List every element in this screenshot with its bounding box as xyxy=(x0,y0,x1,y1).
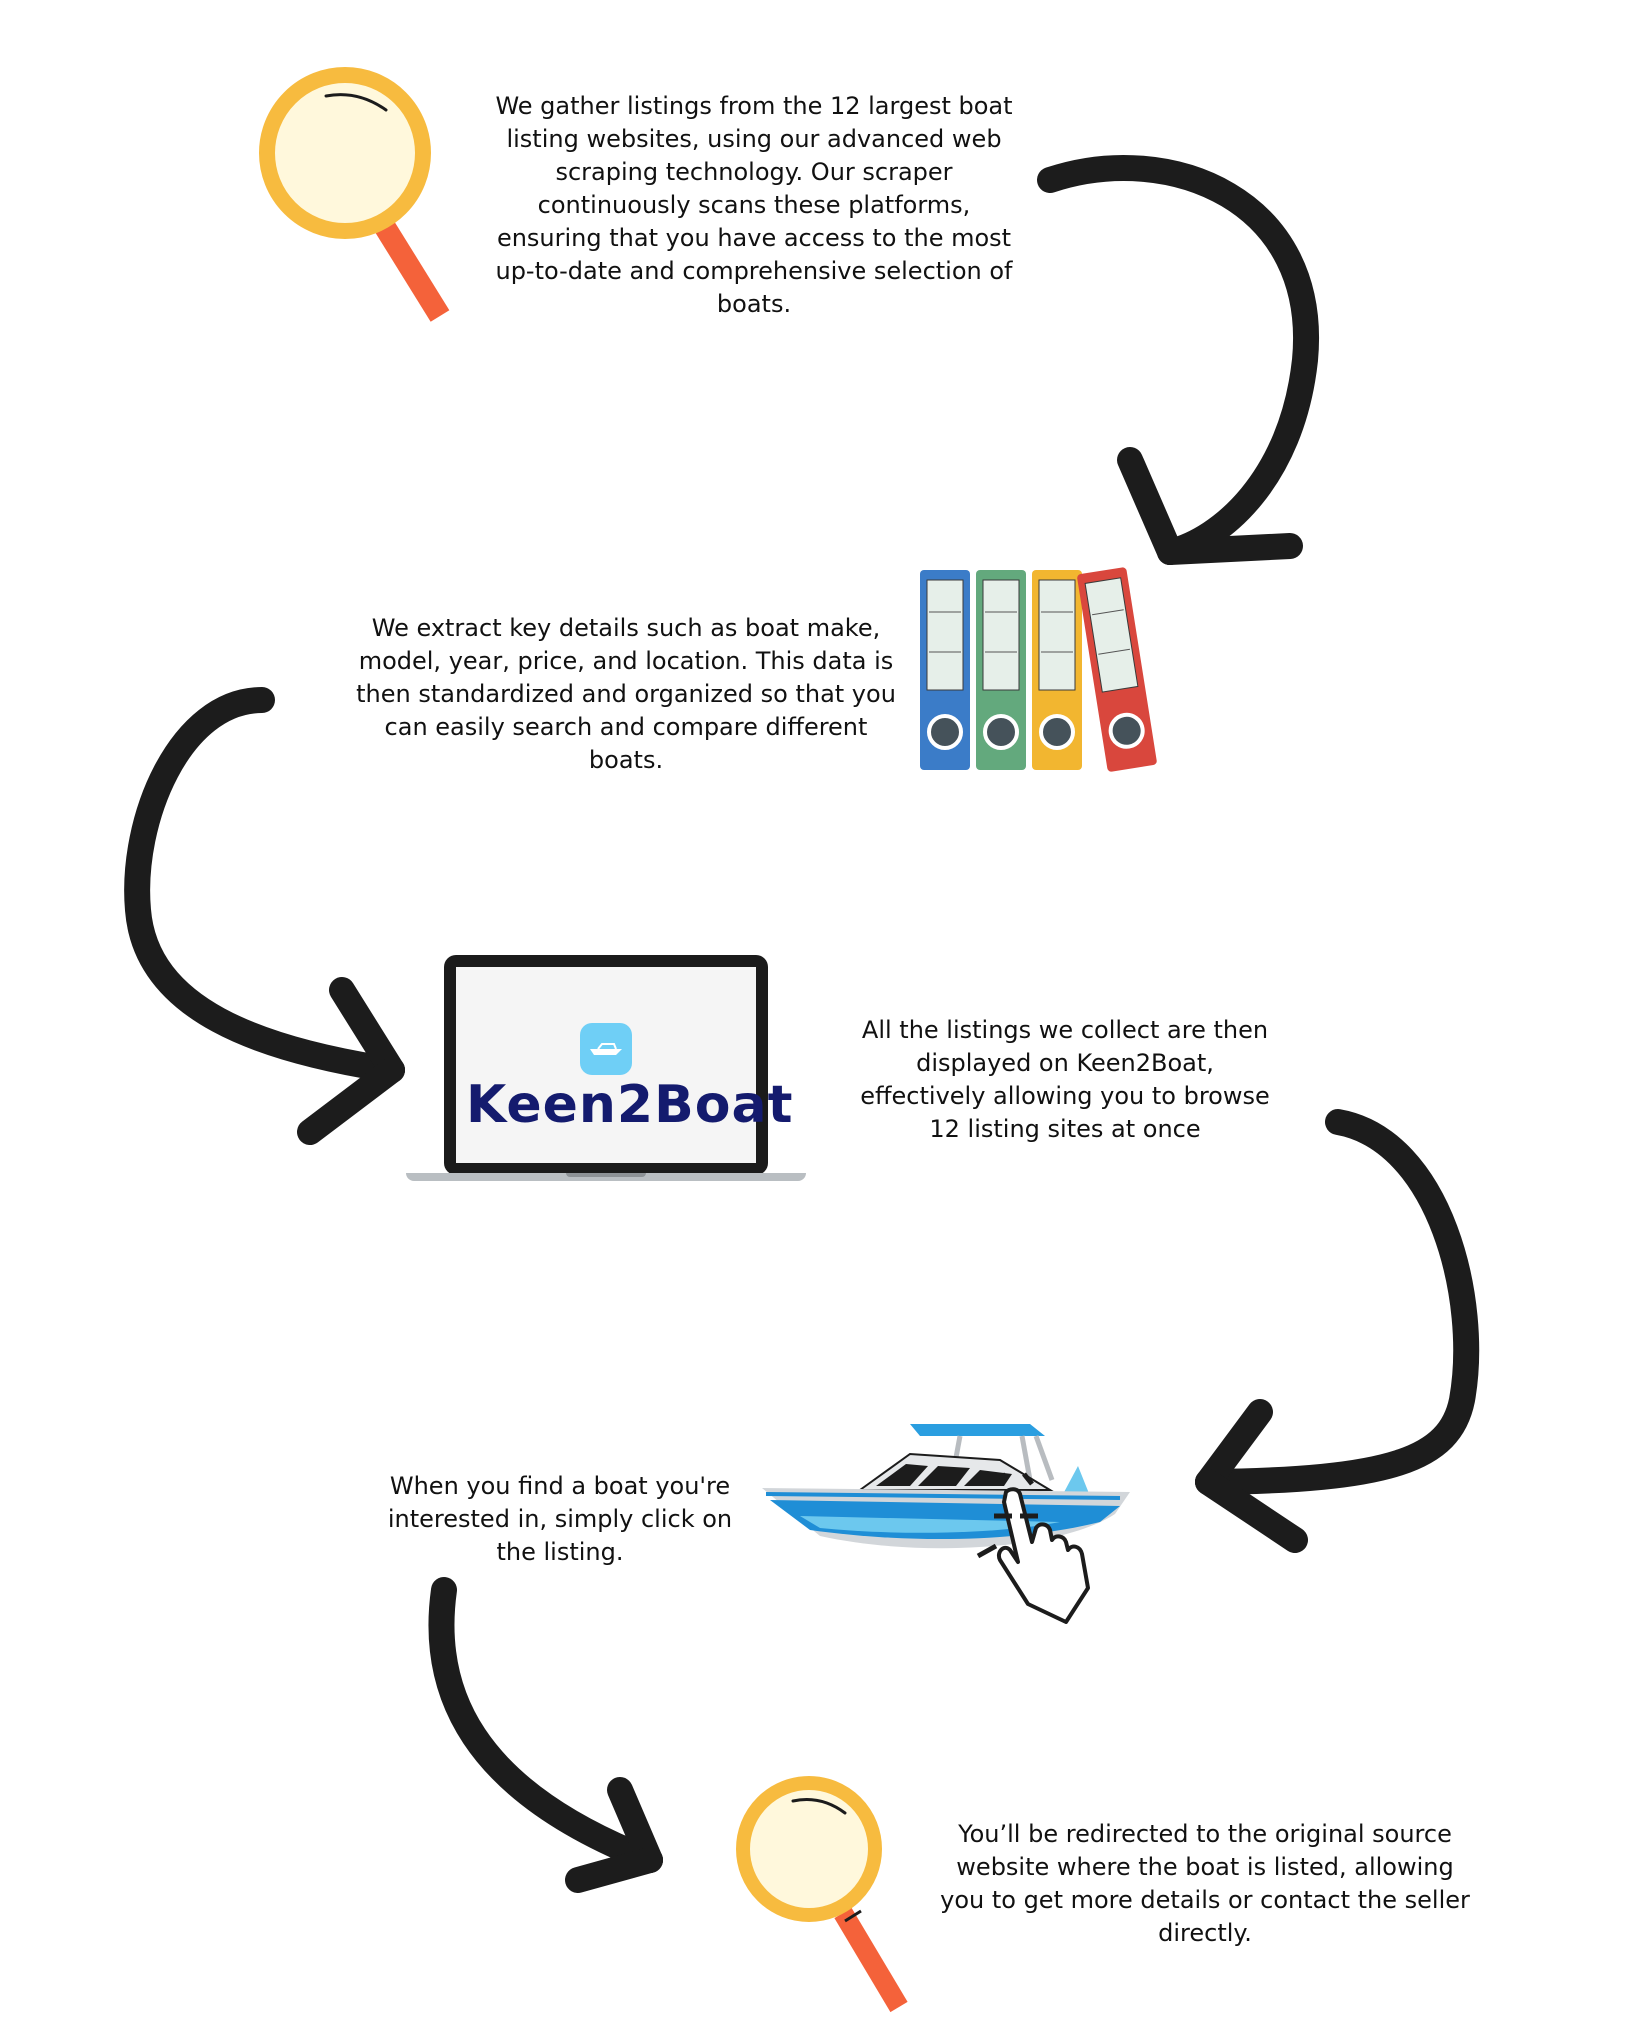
curved-arrow-icon xyxy=(428,1577,663,1893)
curved-arrow-icon xyxy=(124,687,405,1145)
laptop-icon: Keen2Boat xyxy=(406,955,806,1185)
magnifying-glass-icon xyxy=(259,67,450,322)
step-5-text: You’ll be redirected to the original sou… xyxy=(940,1820,1470,1947)
curved-arrow-icon xyxy=(1037,155,1320,565)
step-1-text: We gather listings from the 12 largest b… xyxy=(495,92,1013,318)
magnifying-glass-icon xyxy=(736,1776,908,2013)
step-4-text: When you find a boat you're interested i… xyxy=(387,1472,733,1566)
step-3-text: All the listings we collect are then dis… xyxy=(860,1016,1270,1143)
laptop-brand-text: Keen2Boat xyxy=(466,1075,794,1135)
keen2boat-logo-badge xyxy=(580,1023,632,1075)
step-2-text: We extract key details such as boat make… xyxy=(356,614,896,774)
boat-logo-icon xyxy=(590,1043,622,1055)
binders-icon xyxy=(920,567,1157,772)
hand-cursor-icon xyxy=(976,1472,1090,1624)
boat-click-icon xyxy=(762,1424,1130,1624)
curved-arrow-icon xyxy=(1195,1109,1480,1553)
